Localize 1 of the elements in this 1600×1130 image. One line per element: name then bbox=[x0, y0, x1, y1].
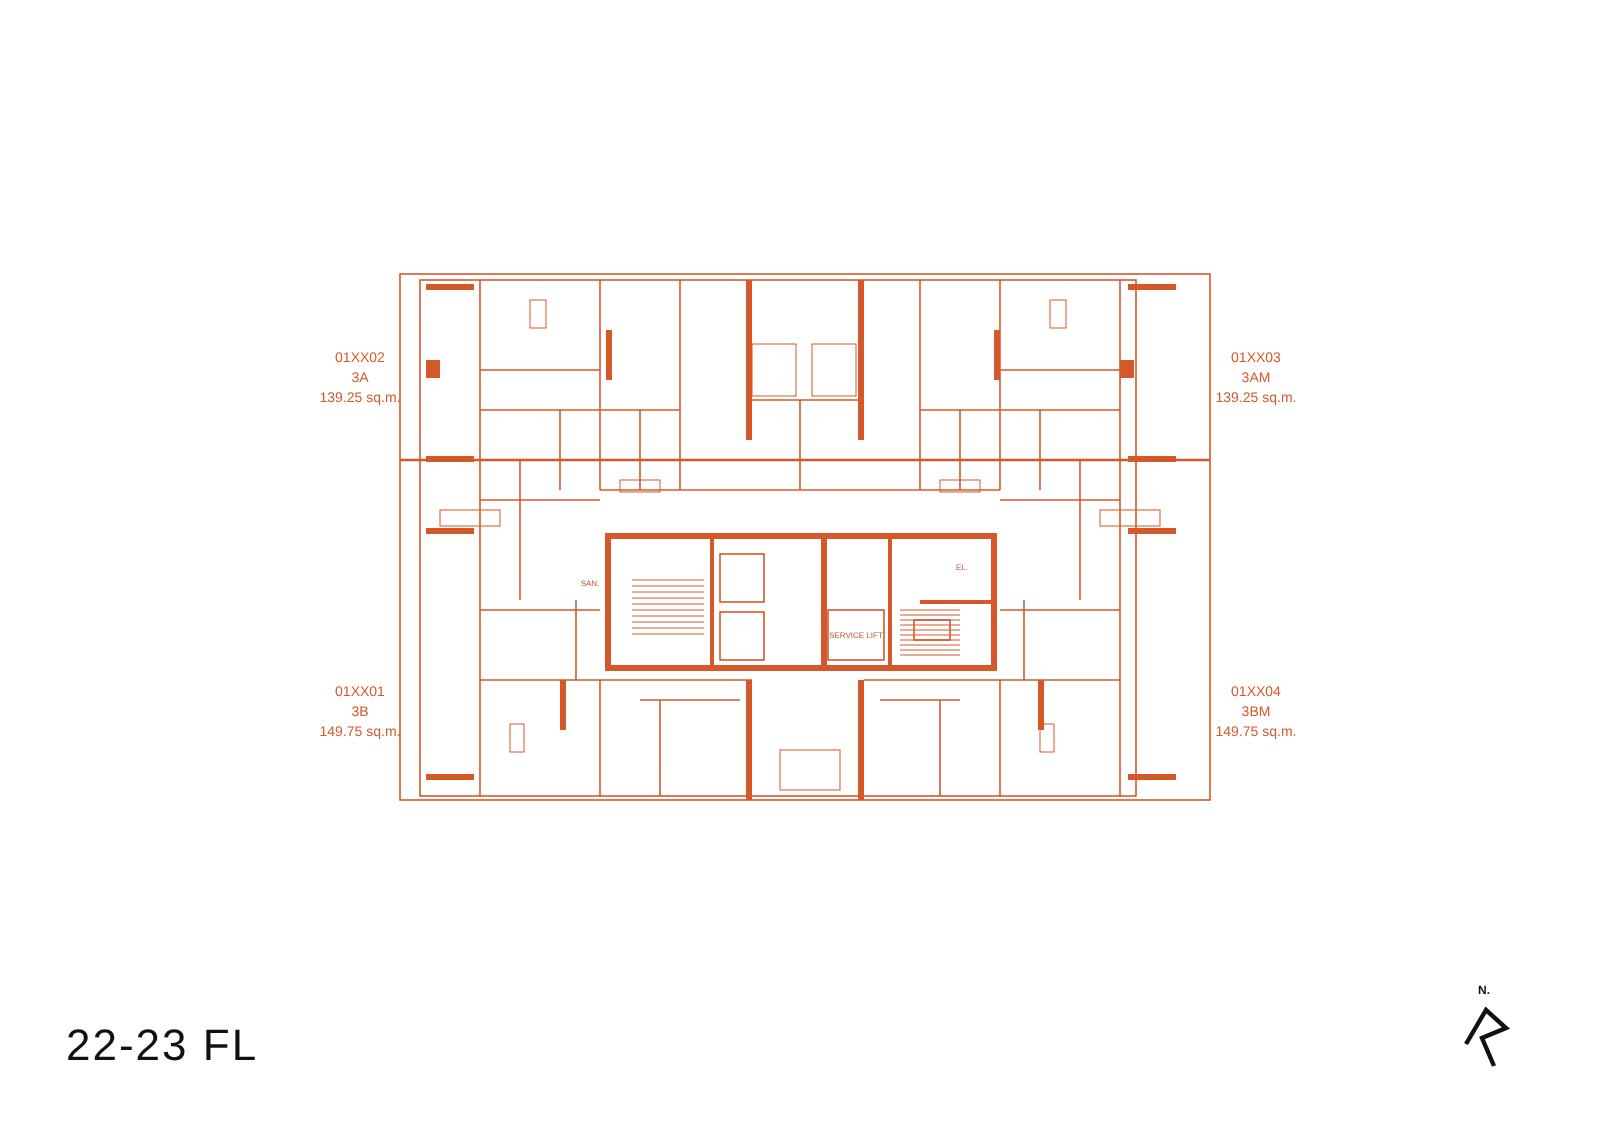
floor-title: 22-23 FL bbox=[66, 1020, 259, 1072]
